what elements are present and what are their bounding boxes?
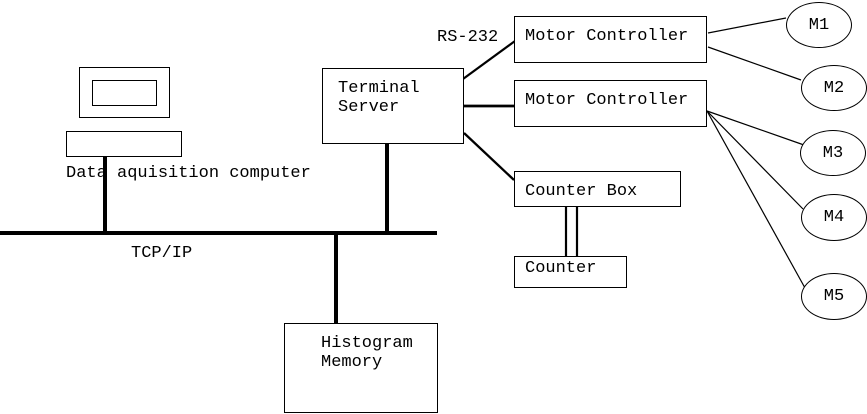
histogram-memory-box: Histogram Memory: [284, 323, 438, 413]
motor-m3-node: M3: [800, 130, 866, 176]
motor-m5-label: M5: [823, 287, 845, 306]
motor-controller-1-box: Motor Controller: [514, 16, 707, 63]
terminal-server-label-line1: Terminal: [338, 79, 420, 98]
terminal-server-label-line2: Server: [338, 98, 400, 117]
histogram-memory-label-line2: Memory: [321, 353, 383, 372]
mc2-m4-link: [706, 110, 804, 210]
rs232-label: RS-232: [437, 28, 499, 47]
counter-label: Counter: [525, 259, 597, 278]
rs232-link: [462, 40, 516, 80]
motor-m2-label: M2: [823, 78, 845, 98]
motor-m5-node: M5: [801, 273, 867, 320]
mc1-m1-link: [707, 17, 787, 34]
mc2-m5-link: [706, 110, 806, 289]
counter-box-box: Counter Box: [514, 171, 681, 207]
motor-m4-node: M4: [801, 194, 867, 241]
counter-box: Counter: [514, 256, 627, 288]
terminal-server-label: Terminal Server: [338, 79, 420, 117]
mc1-m2-link: [707, 46, 802, 81]
terminal-server-box: Terminal Server: [322, 68, 464, 144]
mc2-m3-link: [706, 110, 805, 146]
motor-controller-2-box: Motor Controller: [514, 80, 707, 127]
keyboard-icon: [66, 131, 182, 157]
terminal-counterbox-link: [463, 132, 515, 181]
histogram-memory-label-line1: Histogram: [321, 334, 413, 353]
data-acquisition-label: Data aquisition computer: [66, 164, 311, 183]
motor-m1-node: M1: [786, 2, 852, 48]
counter-box-label: Counter Box: [525, 182, 638, 201]
tcpip-label: TCP/IP: [131, 244, 193, 263]
motor-controller-2-label: Motor Controller: [525, 91, 689, 110]
motor-m3-label: M3: [822, 143, 844, 163]
motor-m1-label: M1: [808, 15, 830, 35]
motor-controller-1-label: Motor Controller: [525, 27, 689, 46]
motor-m2-node: M2: [801, 65, 867, 111]
monitor-screen-icon: [92, 80, 157, 106]
motor-m4-label: M4: [823, 208, 845, 227]
histogram-memory-label: Histogram Memory: [321, 334, 413, 372]
